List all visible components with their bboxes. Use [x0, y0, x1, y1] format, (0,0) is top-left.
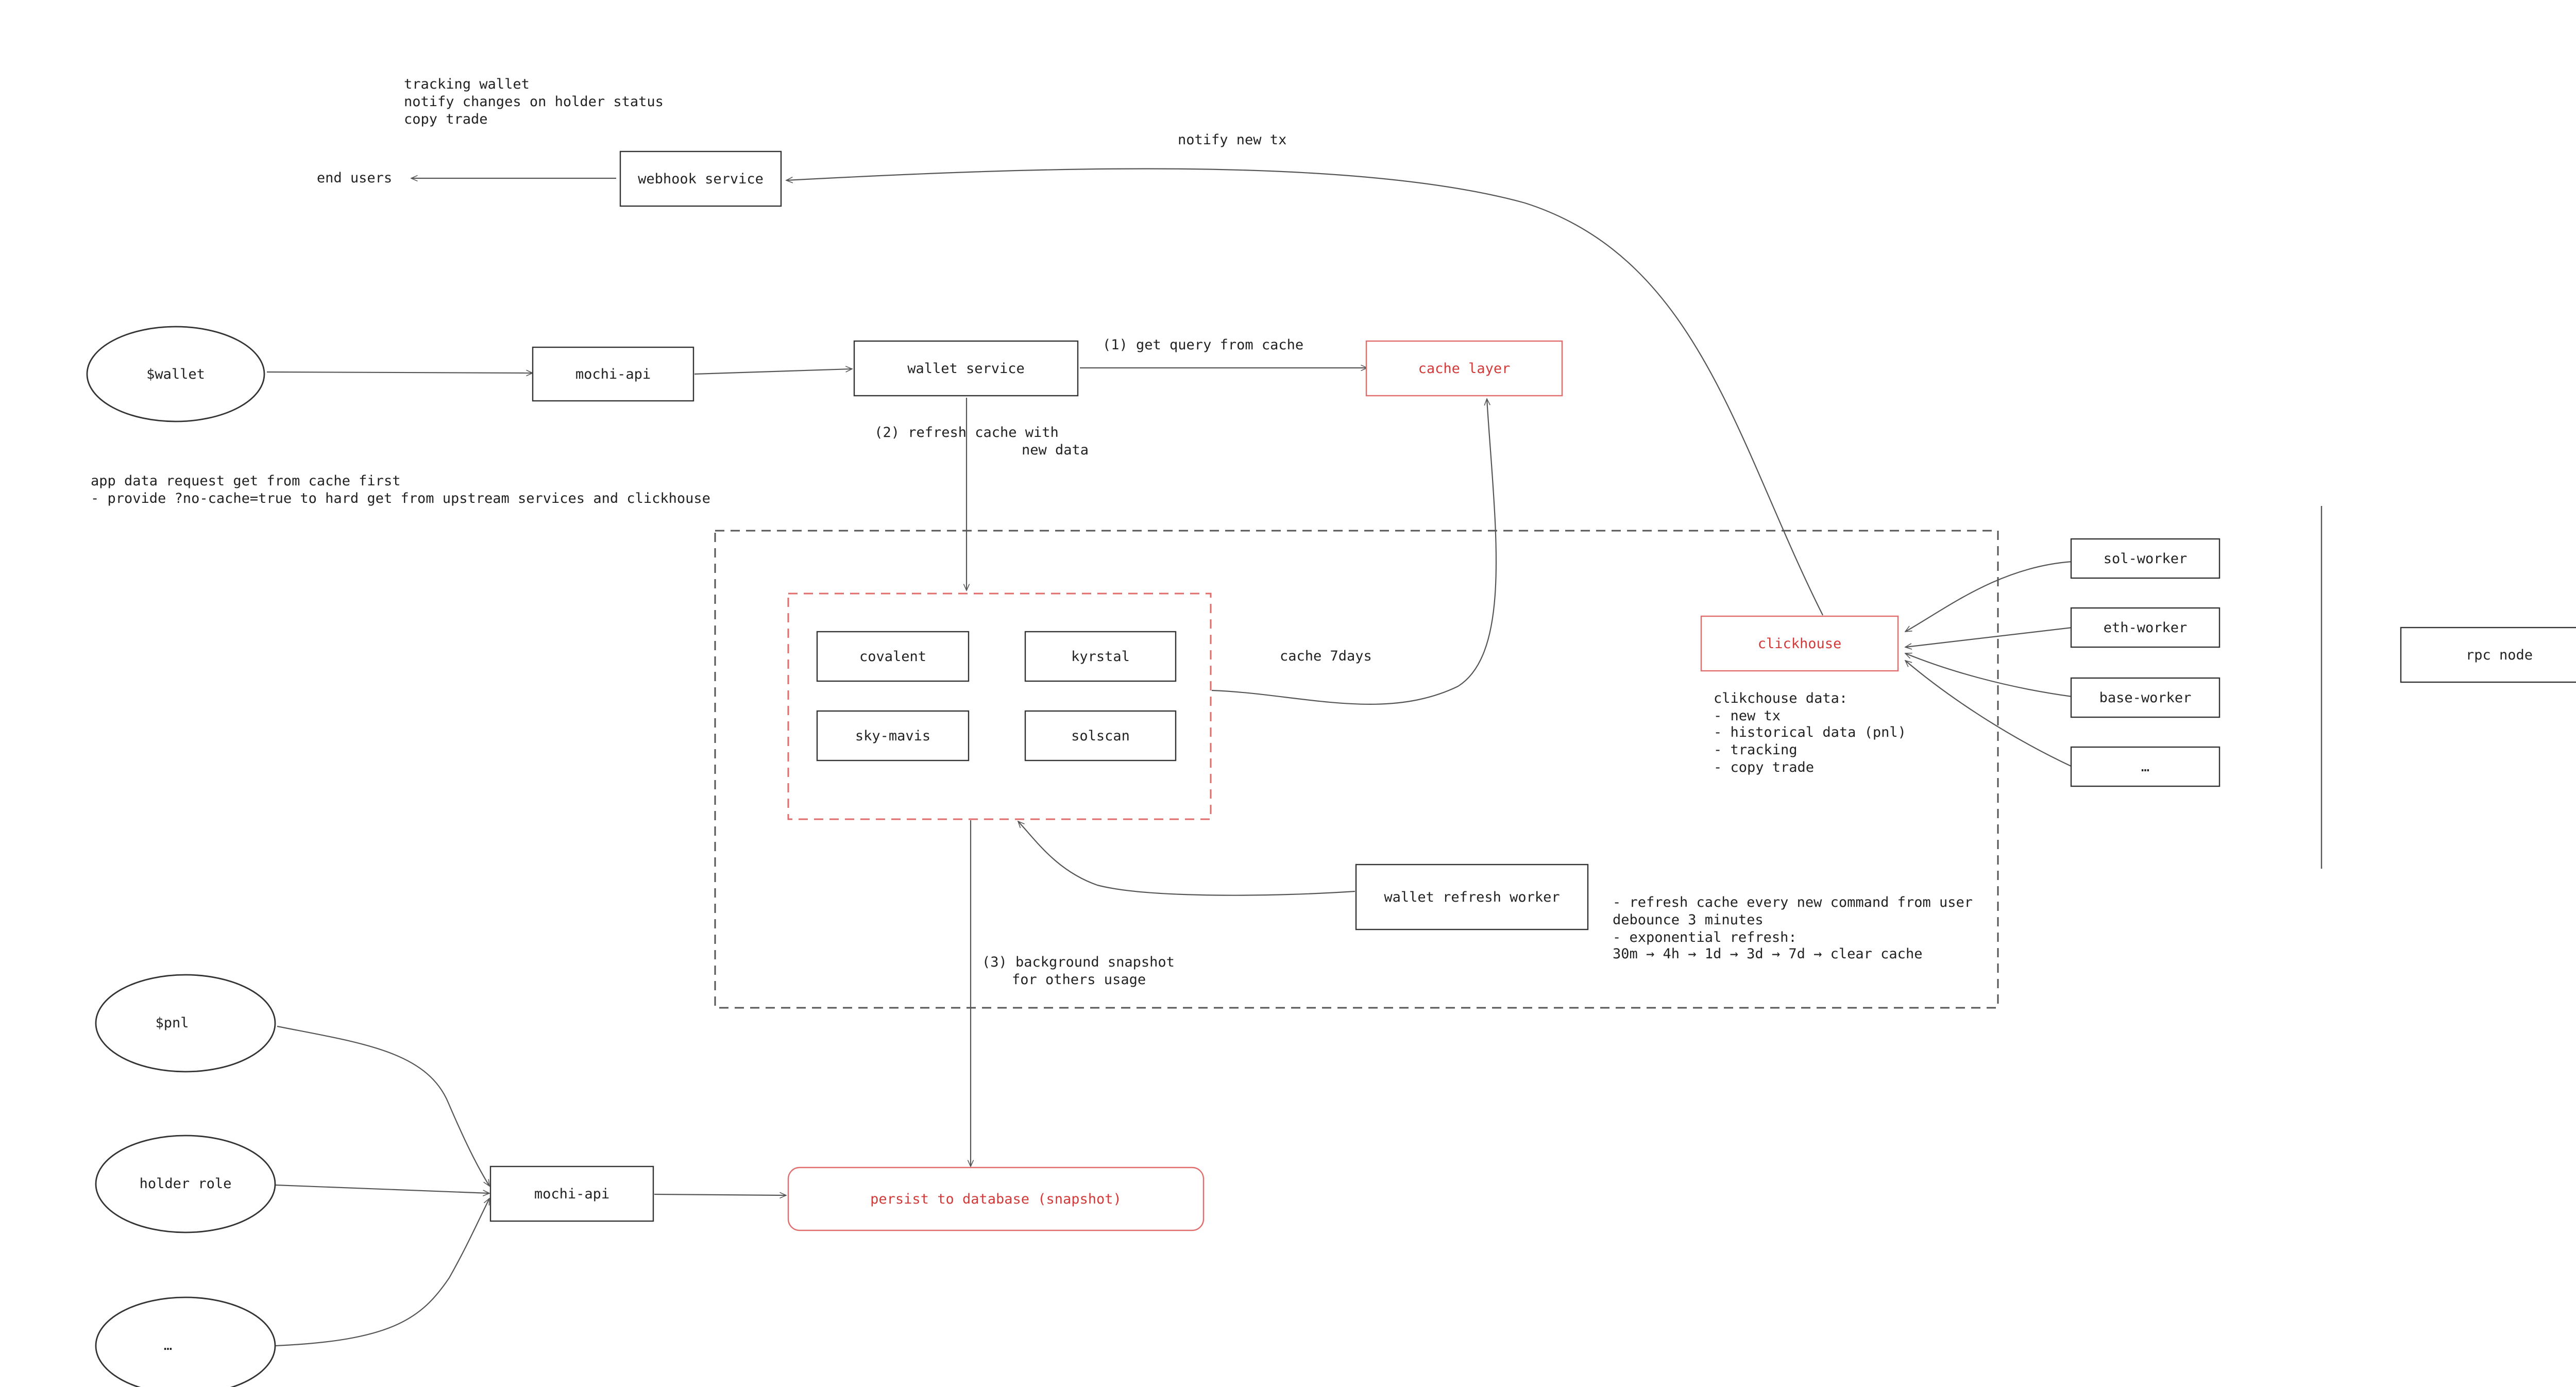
clickhouse-data-line: - tracking — [1714, 742, 1798, 758]
app-data-note-line: app data request get from cache first — [91, 473, 400, 489]
edge-eth-worker-to-clickhouse — [1905, 627, 2073, 647]
cache-layer-node[interactable]: cache layer — [1365, 340, 1563, 397]
clickhouse-data-line: - historical data (pnl) — [1714, 724, 1906, 740]
background-snapshot-label-line-1: (3) background snapshot — [982, 954, 1175, 970]
webhook-purpose-line: notify changes on holder status — [404, 94, 664, 110]
pnl-ellipse-node[interactable]: $pnl — [95, 974, 276, 1073]
rpc-node-label: rpc node — [2466, 647, 2533, 663]
clickhouse-data-line: - copy trade — [1714, 759, 1814, 775]
clickhouse-node[interactable]: clickhouse — [1700, 615, 1899, 672]
app-data-note: app data request get from cache first - … — [91, 473, 710, 506]
edge-mochi-api-to-wallet-service — [694, 369, 852, 375]
more-inputs-ellipse-node[interactable]: … — [95, 1296, 276, 1387]
clickhouse-data-line: clikchouse data: — [1714, 690, 1848, 706]
solscan-label: solscan — [1071, 728, 1130, 744]
clickhouse-label: clickhouse — [1758, 636, 1842, 652]
eth-worker-node[interactable]: eth-worker — [2070, 607, 2221, 648]
sol-worker-label: sol-worker — [2104, 551, 2188, 567]
covalent-label: covalent — [859, 649, 926, 665]
webhook-service-label: webhook service — [638, 171, 764, 187]
mochi-api-bottom-label: mochi-api — [534, 1186, 609, 1202]
clickhouse-data-line: - new tx — [1714, 708, 1781, 724]
sky-mavis-node[interactable]: sky-mavis — [816, 710, 970, 762]
cache-7days-label: cache 7days — [1280, 648, 1372, 664]
edge-refresh-worker-to-providers — [1018, 821, 1355, 896]
webhook-service-node[interactable]: webhook service — [619, 150, 782, 207]
wallet-ellipse-node[interactable]: $wallet — [86, 326, 265, 422]
edge-holder-role-to-mochi-api — [275, 1184, 489, 1193]
wallet-refresh-worker-label: wallet refresh worker — [1384, 889, 1560, 905]
sol-worker-node[interactable]: sol-worker — [2070, 538, 2221, 579]
upstream-providers-group — [787, 593, 1212, 820]
more-inputs-label: … — [164, 1338, 172, 1354]
kyrstal-node[interactable]: kyrstal — [1024, 631, 1177, 682]
covalent-node[interactable]: covalent — [816, 631, 970, 682]
edge-clickhouse-to-webhook — [786, 168, 1823, 616]
rpc-node[interactable]: rpc node — [2400, 627, 2576, 683]
kyrstal-label: kyrstal — [1071, 649, 1130, 665]
base-worker-node[interactable]: base-worker — [2070, 677, 2221, 718]
edge-more-inputs-to-mochi-api — [275, 1198, 490, 1347]
refresh-policy-line: - refresh cache every new command from u… — [1613, 894, 1973, 910]
more-workers-label: … — [2141, 759, 2149, 775]
refresh-policy-line: 30m → 4h → 1d → 3d → 7d → clear cache — [1613, 946, 1922, 962]
edge-wallet-to-mochi-api — [266, 372, 533, 373]
refresh-cache-label-line-2: new data — [1022, 442, 1089, 458]
cache-layer-label: cache layer — [1418, 361, 1511, 377]
refresh-policy-line: - exponential refresh: — [1613, 929, 1797, 945]
pnl-label: $pnl — [155, 1015, 189, 1031]
holder-role-ellipse-node[interactable]: holder role — [95, 1135, 276, 1233]
edge-mochi-api-to-persist-db — [654, 1194, 786, 1195]
eth-worker-label: eth-worker — [2104, 620, 2188, 636]
refresh-policy-line: debounce 3 minutes — [1613, 912, 1764, 928]
persist-db-node[interactable]: persist to database (snapshot) — [787, 1166, 1205, 1231]
backend-boundary-group — [714, 530, 1999, 1009]
clickhouse-data-note: clikchouse data: - new tx - historical d… — [1714, 690, 1906, 775]
mochi-api-bottom-node[interactable]: mochi-api — [489, 1165, 654, 1222]
webhook-purpose-line: copy trade — [404, 111, 488, 127]
persist-db-label: persist to database (snapshot) — [870, 1191, 1122, 1207]
get-query-label: (1) get query from cache — [1103, 337, 1303, 353]
mochi-api-top-label: mochi-api — [575, 366, 651, 382]
notify-new-tx-label: notify new tx — [1178, 132, 1286, 148]
edge-more-workers-to-clickhouse — [1905, 661, 2073, 767]
base-worker-label: base-worker — [2099, 690, 2192, 706]
solscan-node[interactable]: solscan — [1024, 710, 1177, 762]
background-snapshot-label-line-2: for others usage — [1012, 972, 1146, 988]
refresh-policy-note: - refresh cache every new command from u… — [1613, 894, 1973, 962]
more-workers-node[interactable]: … — [2070, 746, 2221, 787]
refresh-cache-label-line-1: (2) refresh cache with — [874, 425, 1059, 441]
edge-sol-worker-to-clickhouse — [1905, 561, 2073, 632]
app-data-note-line: - provide ?no-cache=true to hard get fro… — [91, 490, 710, 506]
edge-pnl-to-mochi-api — [277, 1025, 489, 1186]
wallet-service-node[interactable]: wallet service — [853, 340, 1079, 397]
holder-role-label: holder role — [140, 1176, 232, 1192]
edge-providers-to-cache-layer — [1211, 399, 1497, 705]
wallet-service-label: wallet service — [907, 361, 1025, 377]
end-users-label: end users — [317, 170, 392, 186]
edge-base-worker-to-clickhouse — [1905, 653, 2073, 698]
webhook-purposes-note: tracking wallet notify changes on holder… — [404, 76, 664, 127]
wallet-label: $wallet — [146, 366, 205, 382]
mochi-api-top-node[interactable]: mochi-api — [532, 346, 694, 402]
sky-mavis-label: sky-mavis — [855, 728, 930, 744]
wallet-refresh-worker-node[interactable]: wallet refresh worker — [1355, 864, 1589, 931]
webhook-purpose-line: tracking wallet — [404, 76, 530, 92]
